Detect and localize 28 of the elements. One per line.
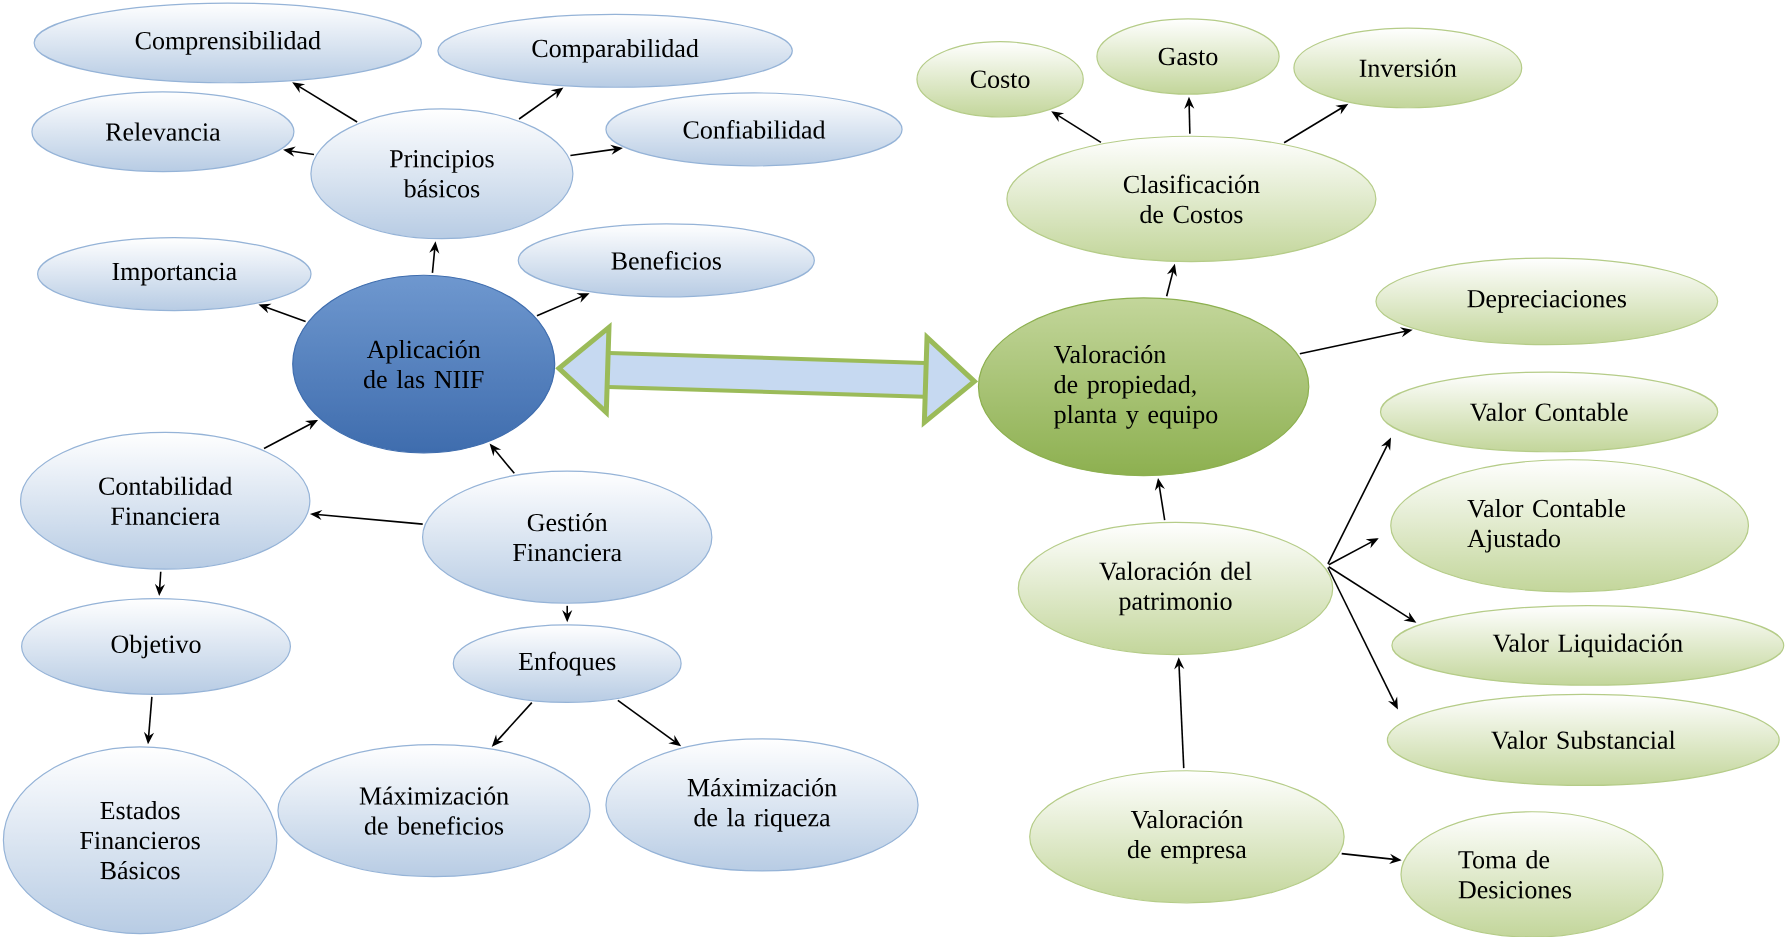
ellipse-node: Comprensibilidad [33, 2, 423, 84]
ellipse-node: Gasto [1096, 18, 1280, 95]
ellipse-node: Valor Contable [1379, 371, 1719, 453]
ellipse-node: Objetivo [21, 598, 291, 695]
ellipse-node: Beneficios [517, 223, 815, 298]
ellipse-node: Costo [916, 41, 1084, 118]
ellipse-node: Máximización de beneficios [277, 743, 591, 878]
ellipse-node: Contabilidad Financiera [19, 431, 311, 570]
ellipse-node: Toma de Desiciones [1400, 811, 1664, 937]
ellipse-node: Aplicación de las NIIF [292, 274, 556, 454]
ellipse-node: Confiabilidad [605, 92, 903, 167]
ellipse-node: Clasificación de Costos [1006, 135, 1377, 263]
ellipse-node: Importancia [37, 237, 312, 312]
ellipse-node: Estados Financieros Básicos [2, 746, 278, 935]
ellipse-node: Inversión [1293, 27, 1523, 109]
ellipse-node: Valor Substancial [1386, 693, 1780, 787]
ellipse-node: Depreciaciones [1375, 257, 1719, 346]
ellipse-node: Valor Contable Ajustado [1390, 459, 1750, 593]
ellipse-node: Enfoques [452, 624, 682, 703]
ellipse-node: Valoración de propiedad, planta y equipo [977, 297, 1310, 477]
ellipse-node: Gestión Financiera [421, 470, 713, 604]
ellipse-node: Relevancia [31, 91, 295, 173]
ellipse-node: Comparabilidad [437, 13, 793, 88]
ellipse-node: Valoración del patrimonio [1017, 521, 1334, 656]
ellipse-node: Valoración de empresa [1029, 770, 1345, 904]
ellipse-node: Máximización de la riqueza [605, 738, 919, 872]
ellipse-node: Principios básicos [310, 108, 574, 240]
ellipse-node: Valor Liquidación [1391, 604, 1785, 686]
